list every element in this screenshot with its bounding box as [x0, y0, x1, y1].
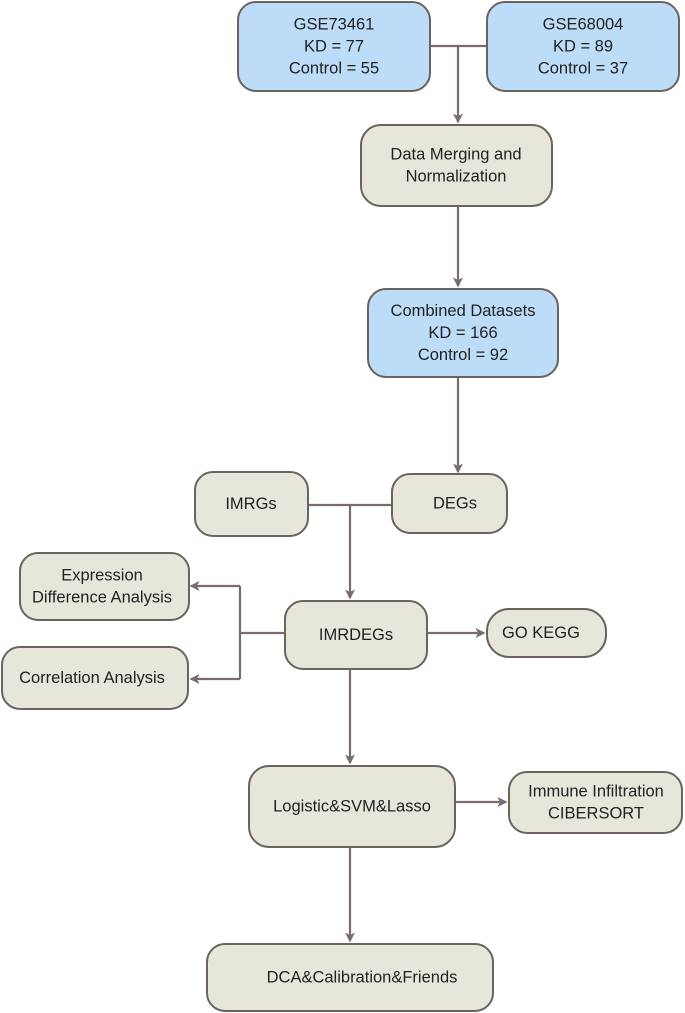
- gse73461-label-line-2: KD = 77: [304, 38, 364, 56]
- gse68004-box: [486, 1, 680, 92]
- imrdegs-box: [284, 600, 428, 670]
- connectors: [189, 44, 508, 943]
- models-label-line-1: Logistic&SVM&Lasso: [273, 798, 431, 816]
- corr-box: [1, 646, 189, 710]
- node-imrdegs: IMRDEGs: [284, 600, 428, 670]
- merge-label-line-2: Normalization: [406, 168, 507, 186]
- node-go-kegg: GO KEGG: [486, 608, 607, 658]
- node-logistic-svm-lasso: Logistic&SVM&Lasso: [248, 765, 456, 848]
- merge-label-line-1: Data Merging and: [390, 146, 521, 164]
- gokegg-box: [486, 608, 607, 658]
- node-gse68004: GSE68004 KD = 89 Control = 37: [486, 1, 680, 92]
- dca-label-line-1: DCA&Calibration&Friends: [267, 969, 458, 987]
- models-box: [248, 765, 456, 848]
- gse73461-label-line-1: GSE73461: [294, 16, 375, 34]
- node-degs: DEGs: [391, 473, 508, 534]
- dca-box: [206, 943, 494, 1012]
- imrgs-box: [194, 471, 309, 537]
- imrdegs-label-line-1: IMRDEGs: [319, 626, 393, 644]
- gse73461-box: [237, 1, 431, 92]
- immune-box: [508, 771, 683, 834]
- node-gse73461: GSE73461 KD = 77 Control = 55: [237, 1, 431, 92]
- combined-label-line-1: Combined Datasets: [391, 302, 536, 320]
- gse68004-label-line-2: KD = 89: [553, 38, 613, 56]
- gse68004-label-line-1: GSE68004: [543, 16, 624, 34]
- node-correlation-analysis: Correlation Analysis: [1, 646, 189, 710]
- combined-label-line-3: Control = 92: [418, 346, 508, 364]
- expr-label-line-1: Expression: [61, 567, 143, 585]
- immune-label-line-2: CIBERSORT: [548, 805, 644, 823]
- gse73461-label-line-3: Control = 55: [289, 60, 379, 78]
- immune-label-line-1: Immune Infiltration: [528, 783, 664, 801]
- expr-label-line-2: Difference Analysis: [32, 589, 172, 607]
- degs-box: [391, 473, 508, 534]
- node-dca-calibration: DCA&Calibration&Friends: [206, 943, 494, 1012]
- combined-label-line-2: KD = 166: [428, 324, 497, 342]
- combined-box: [367, 288, 559, 378]
- corr-label-line-1: Correlation Analysis: [19, 669, 165, 687]
- merge-box: [360, 124, 553, 207]
- gokegg-label-line-1: GO KEGG: [502, 624, 580, 642]
- imrgs-label-line-1: IMRGs: [225, 495, 276, 513]
- expr-box: [19, 552, 190, 621]
- node-imrgs: IMRGs: [194, 471, 309, 537]
- gse68004-label-line-3: Control = 37: [538, 60, 628, 78]
- degs-label-line-1: DEGs: [433, 495, 477, 513]
